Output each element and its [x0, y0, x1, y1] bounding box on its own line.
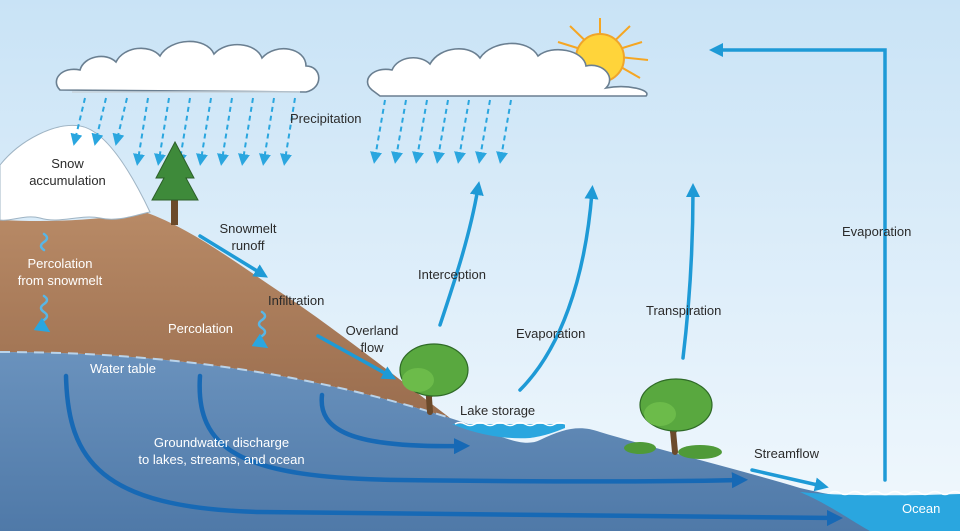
- label-percolation-from-snowmelt-line-1: Percolation: [27, 256, 93, 271]
- rain-streak: [433, 99, 449, 164]
- rain-streak: [91, 97, 107, 146]
- transpiration-arrow: [681, 183, 700, 360]
- rain-streak: [475, 99, 491, 164]
- evaporation-ocean-arrow: [709, 43, 887, 482]
- label-snowmelt-runoff: Snowmelt runoff: [212, 220, 284, 254]
- label-snowmelt-runoff-line-1: Snowmelt: [219, 221, 277, 236]
- tree-icon-mountain: [151, 140, 199, 225]
- ocean-wave-icon: [829, 490, 960, 496]
- label-percolation-from-snowmelt: Percolation from snowmelt: [4, 255, 116, 289]
- label-snow-accumulation-line-2: accumulation: [29, 173, 106, 188]
- water-table-line: [0, 351, 451, 419]
- percolation-snowmelt-squiggle-top: [39, 232, 49, 252]
- label-snow-accumulation-line-1: Snow: [51, 156, 84, 171]
- overland-flow-arrow: [316, 334, 397, 380]
- rain-icon: [70, 97, 512, 166]
- rain-streak: [454, 99, 470, 164]
- rain-streak: [412, 99, 428, 164]
- evaporation-land-arrow: [518, 185, 599, 392]
- label-transpiration: Transpiration: [646, 303, 722, 318]
- groundwater-flow-arrow-1: [63, 373, 844, 527]
- rain-streak: [238, 97, 254, 166]
- label-lake-storage: Lake storage: [460, 403, 536, 418]
- label-snowmelt-runoff-line-2: runoff: [231, 238, 265, 253]
- rain-streak: [196, 97, 212, 166]
- lake-surface-wave-icon: [454, 421, 566, 427]
- cloud-icon-left: [55, 40, 320, 93]
- snowmelt-runoff-arrow: [198, 234, 268, 278]
- rain-streak: [217, 97, 233, 166]
- rain-streak: [370, 99, 386, 164]
- label-ocean: Ocean: [902, 501, 941, 516]
- label-interception: Interception: [418, 267, 486, 282]
- snow-cap: [0, 124, 151, 221]
- rain-streak: [154, 97, 170, 166]
- label-infiltration: Infiltration: [268, 293, 325, 308]
- percolation-snowmelt-squiggle: [33, 294, 51, 333]
- cloud-icon-right: [366, 42, 648, 97]
- rain-streak: [280, 97, 296, 166]
- label-water-table: Water table: [90, 361, 156, 376]
- rain-streak: [70, 97, 86, 146]
- groundwater-flow-arrow-2: [197, 373, 749, 489]
- tree-icon-lakeside: [399, 343, 469, 415]
- rain-streak: [175, 97, 191, 166]
- tree-icon-valley: [624, 378, 722, 459]
- label-evaporation-ocean: Evaporation: [842, 224, 912, 239]
- groundwater-zone: [0, 352, 960, 531]
- label-streamflow: Streamflow: [754, 446, 820, 461]
- rain-streak: [112, 97, 128, 146]
- percolation-squiggle: [251, 310, 269, 349]
- ocean: [800, 492, 960, 531]
- label-overland-flow: Overland flow: [342, 322, 402, 356]
- rain-streak: [391, 99, 407, 164]
- label-evaporation-land: Evaporation: [516, 326, 586, 341]
- label-groundwater-discharge-line-2: to lakes, streams, and ocean: [138, 452, 305, 467]
- label-groundwater-discharge: Groundwater discharge to lakes, streams,…: [134, 434, 309, 468]
- rain-streak: [259, 97, 275, 166]
- soil-layer: [0, 212, 450, 418]
- interception-arrow: [438, 181, 484, 327]
- label-percolation: Percolation: [168, 321, 234, 336]
- label-precipitation: Precipitation: [290, 111, 362, 126]
- streamflow-arrow: [750, 468, 829, 492]
- label-groundwater-discharge-line-1: Groundwater discharge: [153, 435, 290, 450]
- label-overland-flow-line-2: flow: [360, 340, 384, 355]
- rain-streak: [496, 99, 512, 164]
- label-overland-flow-line-1: Overland: [345, 323, 399, 338]
- label-percolation-from-snowmelt-line-2: from snowmelt: [17, 273, 103, 288]
- groundwater-flow-arrow-3: [319, 392, 471, 455]
- lake: [452, 424, 565, 439]
- label-snow-accumulation: Snow accumulation: [20, 155, 115, 189]
- rain-streak: [133, 97, 149, 166]
